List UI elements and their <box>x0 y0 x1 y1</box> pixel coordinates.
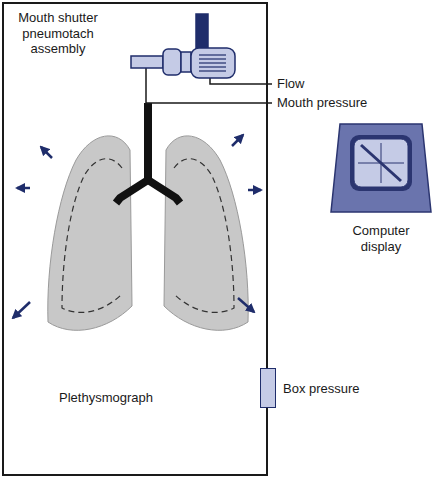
computer-display: Computer display <box>330 123 432 213</box>
display-label: Computer display <box>341 223 421 254</box>
box-label: Plethysmograph <box>59 390 153 406</box>
expansion-arrows <box>13 135 261 318</box>
plethysmograph-box: Plethysmograph <box>2 2 268 476</box>
port-label: Box pressure <box>283 381 360 397</box>
pneumotach-assembly <box>131 14 235 78</box>
trachea <box>116 103 180 203</box>
signal-label: Mouth pressure <box>277 95 367 111</box>
monitor-symbol <box>330 123 432 213</box>
assembly-label: Mouth shutter pneumotach assembly <box>7 10 109 57</box>
signal-label: Flow <box>277 76 304 92</box>
box-pressure-port: Box pressure <box>260 368 276 408</box>
